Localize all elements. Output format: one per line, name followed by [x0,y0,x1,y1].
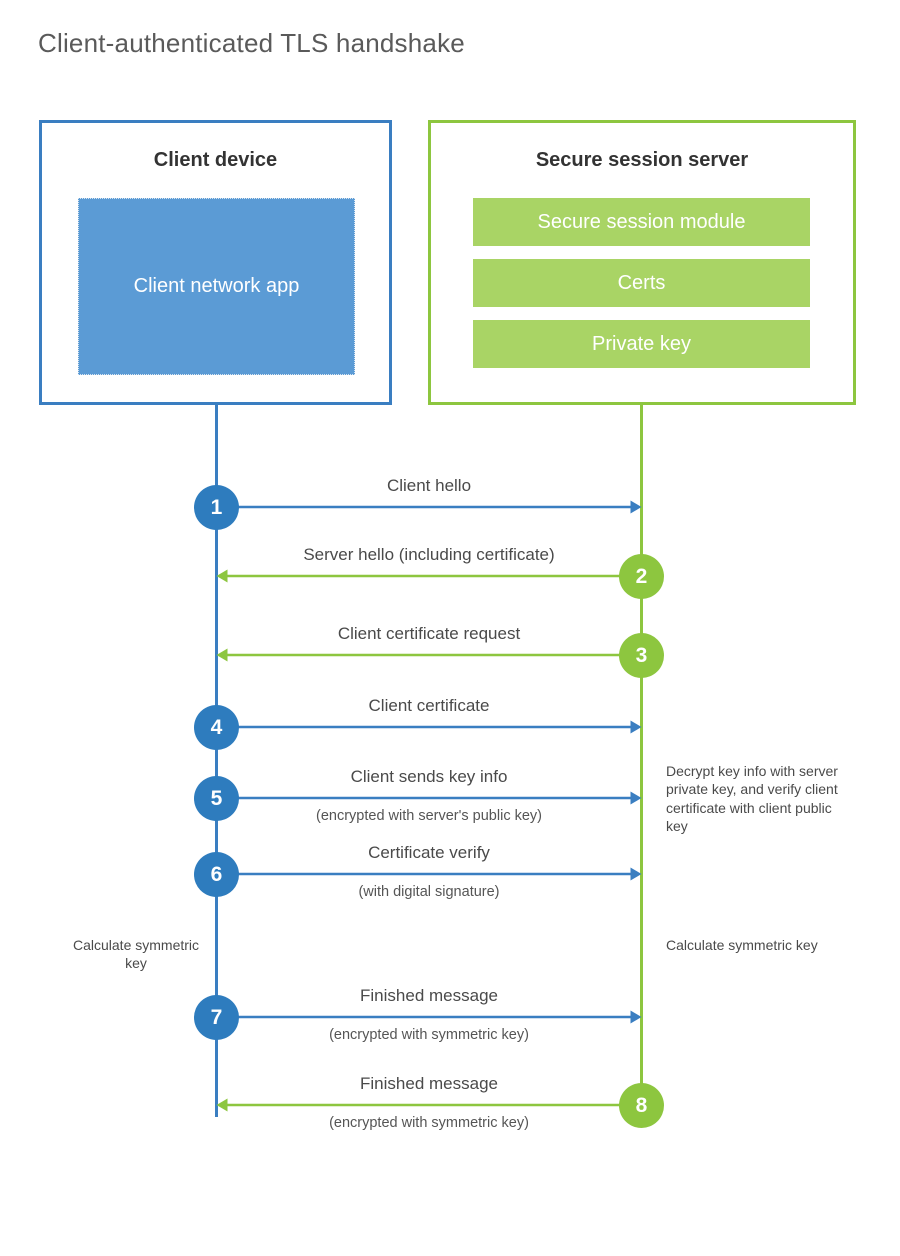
secure-session-server-box: Secure session server Secure session mod… [428,120,856,405]
step-number-badge-2[interactable]: 2 [619,554,664,599]
message-label: Certificate verify [368,843,490,862]
server-module-item: Secure session module [473,198,810,246]
message-label: Client sends key info [350,767,508,786]
message-arrow [216,500,642,514]
message-sublabel: (encrypted with server's public key) [316,808,542,824]
message-arrow [216,648,642,662]
step-number-badge-3[interactable]: 3 [619,633,664,678]
server-calculate-symmetric-key-note: Calculate symmetric key [666,937,818,953]
step-number-badge-5[interactable]: 5 [194,776,239,821]
message-label: Client certificate [368,696,490,715]
message-arrow [216,1010,642,1024]
secure-session-server-title: Secure session server [535,149,749,171]
message-label: Client certificate request [337,624,521,643]
message-sublabel: (encrypted with symmetric key) [329,1027,529,1043]
step-number-badge-4[interactable]: 4 [194,705,239,750]
message-sublabel: (encrypted with symmetric key) [329,1115,529,1131]
message-arrow [216,867,642,881]
message-arrow [216,791,642,805]
step-number-badge-7[interactable]: 7 [194,995,239,1040]
client-network-app-box: Client network app [78,198,355,375]
server-module-item: Certs [473,259,810,307]
client-device-title: Client device [153,149,278,171]
message-arrow [216,569,642,583]
message-label: Finished message [360,1074,498,1093]
message-label: Finished message [360,986,498,1005]
message-label: Server hello (including certificate) [303,545,555,564]
client-lifeline [215,405,218,1117]
message-sublabel: (with digital signature) [358,884,500,900]
client-calculate-symmetric-key-note: Calculate symmetric key [72,937,200,972]
message-arrow [216,1098,642,1112]
server-module-item: Private key [473,320,810,368]
server-lifeline [640,405,643,1105]
server-decrypt-note: Decrypt key info with server private key… [666,763,838,835]
step-number-badge-8[interactable]: 8 [619,1083,664,1128]
step-number-badge-1[interactable]: 1 [194,485,239,530]
message-label: Client hello [386,476,472,495]
client-device-box: Client device Client network app [39,120,392,405]
step-number-badge-6[interactable]: 6 [194,852,239,897]
message-arrow [216,720,642,734]
page-title: Client-authenticated TLS handshake [38,28,465,58]
server-module-list: Secure session module Certs Private key [473,198,810,368]
